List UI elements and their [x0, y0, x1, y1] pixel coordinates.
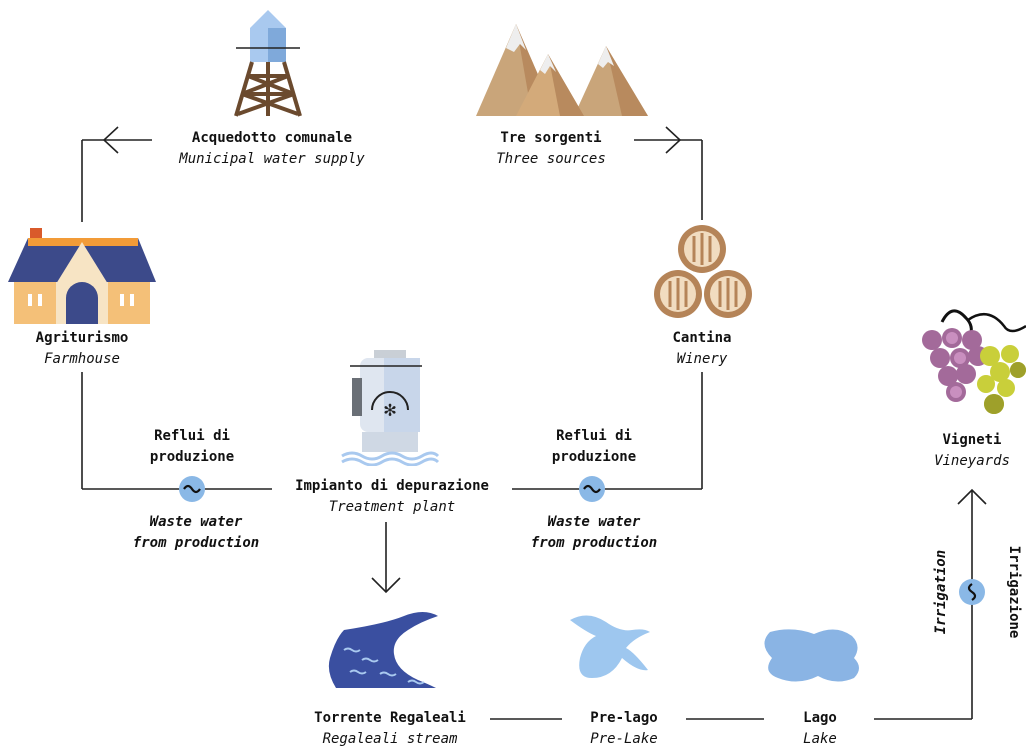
- prelake-name: Pre-lago: [590, 710, 658, 726]
- left-waste-it-label: Reflui di produzione: [124, 426, 260, 468]
- lake-icon: [764, 629, 859, 682]
- left-waste-en-label: Waste water from production: [118, 512, 274, 554]
- lake-name: Lago: [803, 710, 837, 726]
- vineyards-label: Vigneti Vineyards: [920, 430, 1024, 472]
- stream-label: Torrente Regaleali Regaleali stream: [292, 708, 488, 750]
- farmhouse-name-en: Farmhouse: [44, 351, 120, 367]
- sources-name-en: Three sources: [496, 151, 606, 167]
- left-waste-it-line1: Reflui di: [154, 428, 230, 444]
- treatment-name-en: Treatment plant: [328, 499, 456, 515]
- water-supply-label: Acquedotto comunale Municipal water supp…: [160, 128, 384, 170]
- winery-name: Cantina: [672, 330, 732, 346]
- treatment-name: Impianto di depurazione: [295, 478, 489, 494]
- treatment-plant-icon: ✻: [341, 350, 440, 466]
- sources-label: Tre sorgenti Three sources: [476, 128, 626, 170]
- lake-label: Lago Lake: [770, 708, 870, 750]
- sources-name: Tre sorgenti: [500, 130, 602, 146]
- lake-name-en: Lake: [803, 731, 837, 747]
- right-waste-it-line2: produzione: [551, 449, 637, 465]
- svg-text:✻: ✻: [384, 397, 396, 421]
- pump-icon-left: [179, 476, 205, 502]
- pump-icon-irrigation: [959, 579, 985, 605]
- right-waste-en-label: Waste water from production: [516, 512, 672, 554]
- mountains-icon: [476, 24, 648, 116]
- vineyards-name: Vigneti: [942, 432, 1002, 448]
- prelake-icon: [570, 615, 650, 678]
- treatment-label: Impianto di depurazione Treatment plant: [274, 476, 510, 518]
- left-waste-en-line1: Waste water: [149, 514, 243, 530]
- stream-name-en: Regaleali stream: [322, 731, 458, 747]
- stream-name: Torrente Regaleali: [314, 710, 466, 726]
- farmhouse-label: Agriturismo Farmhouse: [12, 328, 152, 370]
- water-supply-name-en: Municipal water supply: [179, 151, 365, 167]
- pump-icon-right: [579, 476, 605, 502]
- prelake-label: Pre-lago Pre-Lake: [564, 708, 684, 750]
- winery-name-en: Winery: [676, 351, 728, 367]
- irrigation-en-label: Irrigation: [933, 549, 949, 635]
- barrels-icon: [654, 225, 752, 318]
- right-waste-it-line1: Reflui di: [556, 428, 632, 444]
- left-waste-it-line2: produzione: [149, 449, 235, 465]
- farmhouse-name: Agriturismo: [35, 330, 129, 346]
- stream-icon: [328, 612, 438, 688]
- vineyards-name-en: Vineyards: [934, 453, 1010, 469]
- right-waste-en-line1: Waste water: [547, 514, 641, 530]
- water-tower-icon: [234, 10, 302, 117]
- irrigation-it-label: Irrigazione: [1006, 545, 1022, 639]
- winery-label: Cantina Winery: [640, 328, 764, 370]
- right-waste-en-line2: from production: [530, 535, 658, 551]
- left-waste-en-line2: from production: [132, 535, 260, 551]
- grapes-icon: [922, 309, 1026, 414]
- right-waste-it-label: Reflui di produzione: [526, 426, 662, 468]
- prelake-name-en: Pre-Lake: [590, 731, 658, 747]
- water-supply-name: Acquedotto comunale: [191, 130, 353, 146]
- farmhouse-icon: [8, 228, 156, 324]
